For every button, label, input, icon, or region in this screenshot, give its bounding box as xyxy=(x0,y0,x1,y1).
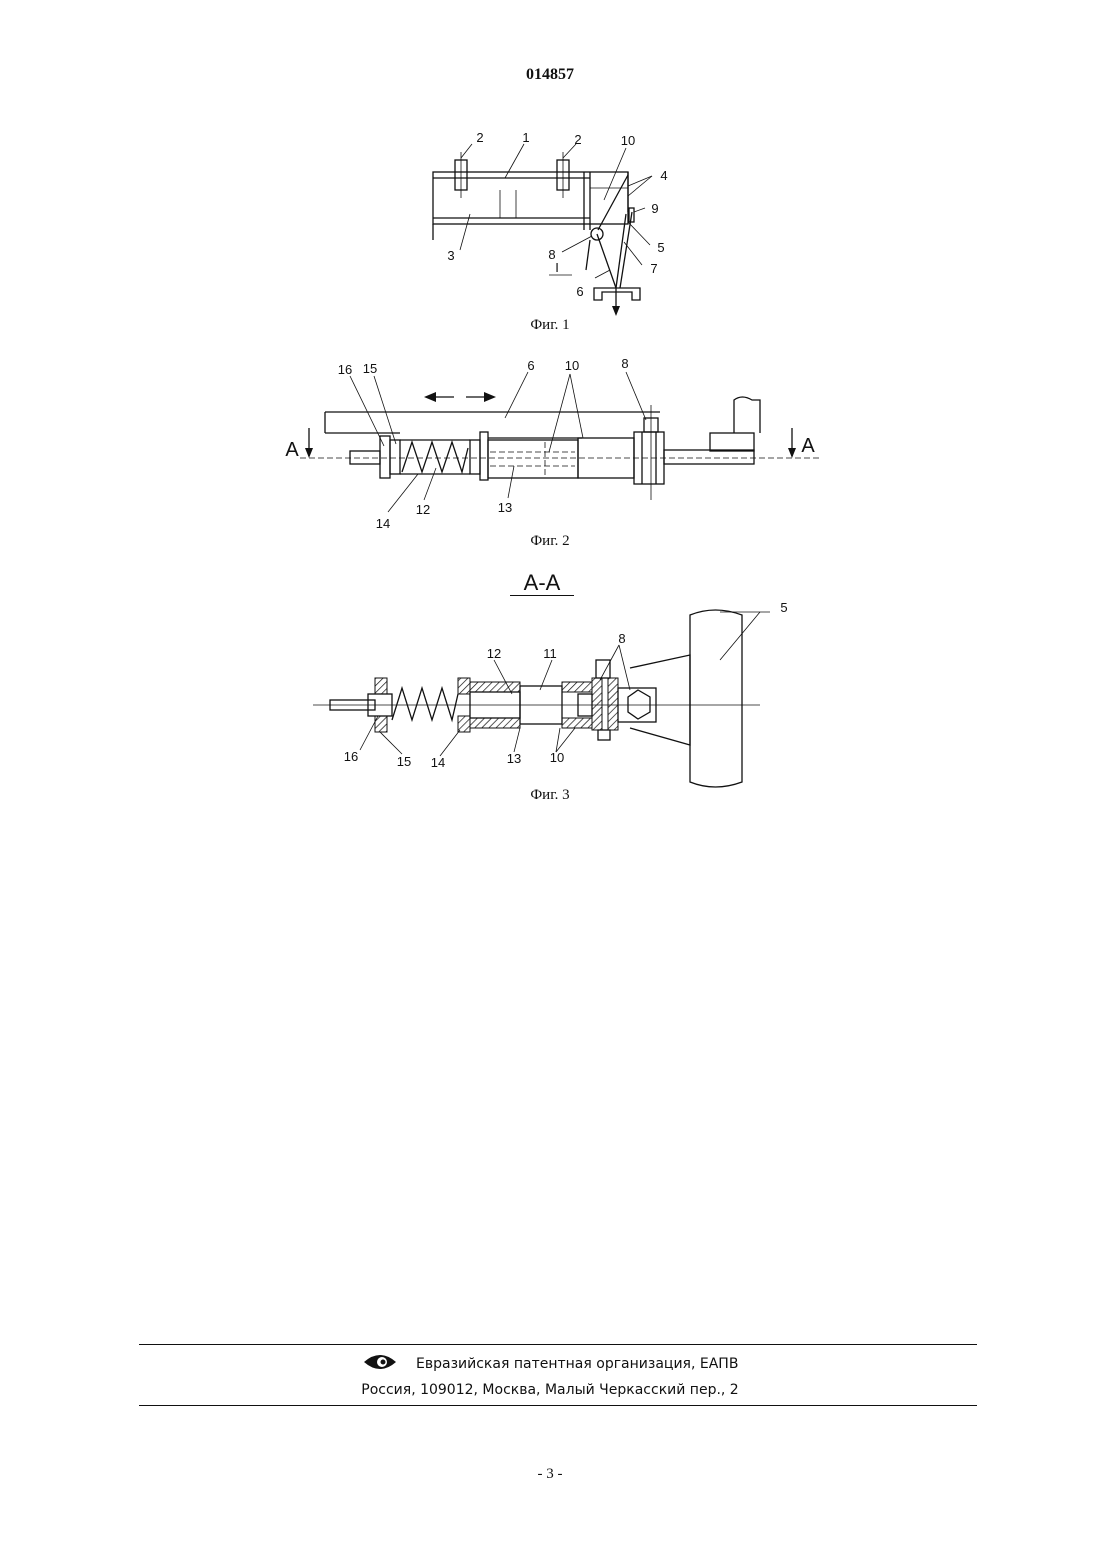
fig2-label-13: 13 xyxy=(498,500,512,515)
document-number: 014857 xyxy=(0,66,1100,84)
fig1-label-I: I xyxy=(555,260,559,275)
fig2-label-A-right: A xyxy=(801,435,815,457)
fig2-label-8: 8 xyxy=(621,356,628,371)
footer-top-rule xyxy=(139,1344,977,1345)
footer-bottom-rule xyxy=(139,1405,977,1406)
fig3-beam-5 xyxy=(630,610,770,787)
fig1-label-2a: 2 xyxy=(476,130,483,145)
fig1-label-3: 3 xyxy=(447,248,454,263)
fig1-label-2b: 2 xyxy=(574,132,581,147)
fig3-leaders xyxy=(360,612,760,756)
fig1-label-10: 10 xyxy=(621,133,635,148)
fig3-label-13: 13 xyxy=(507,751,521,766)
footer-organization: Евразийская патентная организация, ЕАПВ xyxy=(0,1352,1100,1376)
page-number: - 3 - xyxy=(0,1466,1100,1483)
fig2-label-12: 12 xyxy=(416,502,430,517)
fig2-rod-6 xyxy=(325,412,660,438)
fig2-label-14: 14 xyxy=(376,516,390,531)
fig3-label-5: 5 xyxy=(780,600,787,615)
figure-3-drawing: 5 8 12 11 16 15 14 13 10 xyxy=(0,600,1100,790)
fig3-label-16: 16 xyxy=(344,749,358,764)
fig3-label-15: 15 xyxy=(397,754,411,769)
fig3-label-10: 10 xyxy=(550,750,564,765)
figure-1-caption: Фиг. 1 xyxy=(0,317,1100,334)
fig1-label-4: 4 xyxy=(660,168,667,183)
fig1-label-1: 1 xyxy=(522,130,529,145)
fig3-label-14: 14 xyxy=(431,755,445,770)
fig2-label-16: 16 xyxy=(338,362,352,377)
fig1-label-5: 5 xyxy=(657,240,664,255)
fig2-leaders xyxy=(350,372,646,512)
fig2-label-A-left: A xyxy=(285,439,299,461)
fig3-fork xyxy=(592,660,656,740)
fig3-label-11: 11 xyxy=(543,646,557,661)
fig2-label-6: 6 xyxy=(527,358,534,373)
fig2-spring-unit xyxy=(350,432,488,480)
figure-2-caption: Фиг. 2 xyxy=(0,533,1100,550)
footer-address: Россия, 109012, Москва, Малый Черкасский… xyxy=(0,1382,1100,1398)
fig2-label-15: 15 xyxy=(363,361,377,376)
figure-3-caption: Фиг. 3 xyxy=(0,787,1100,804)
fig2-cylinder xyxy=(488,440,578,478)
footer-organization-name: Евразийская патентная организация, ЕАПВ xyxy=(416,1356,738,1372)
fig1-label-9: 9 xyxy=(651,201,658,216)
fig1-label-7: 7 xyxy=(650,261,657,276)
fig1-label-6: 6 xyxy=(576,284,583,299)
fig3-label-8: 8 xyxy=(618,631,625,646)
figure-1-drawing: 2 1 2 10 4 9 5 7 8 I 6 3 xyxy=(0,125,1100,320)
fig3-label-12: 12 xyxy=(487,646,501,661)
fig2-label-10: 10 xyxy=(565,358,579,373)
fig2-direction-arrows xyxy=(424,392,496,402)
figure-2-drawing: 16 15 6 10 8 A A 14 12 13 xyxy=(0,355,1100,535)
fig1-linkage xyxy=(586,175,640,316)
section-label-a-a: A-A xyxy=(510,571,574,596)
fig1-brackets xyxy=(455,152,569,198)
eapo-eye-logo-icon xyxy=(362,1352,398,1376)
fig1-leaders xyxy=(460,144,652,278)
